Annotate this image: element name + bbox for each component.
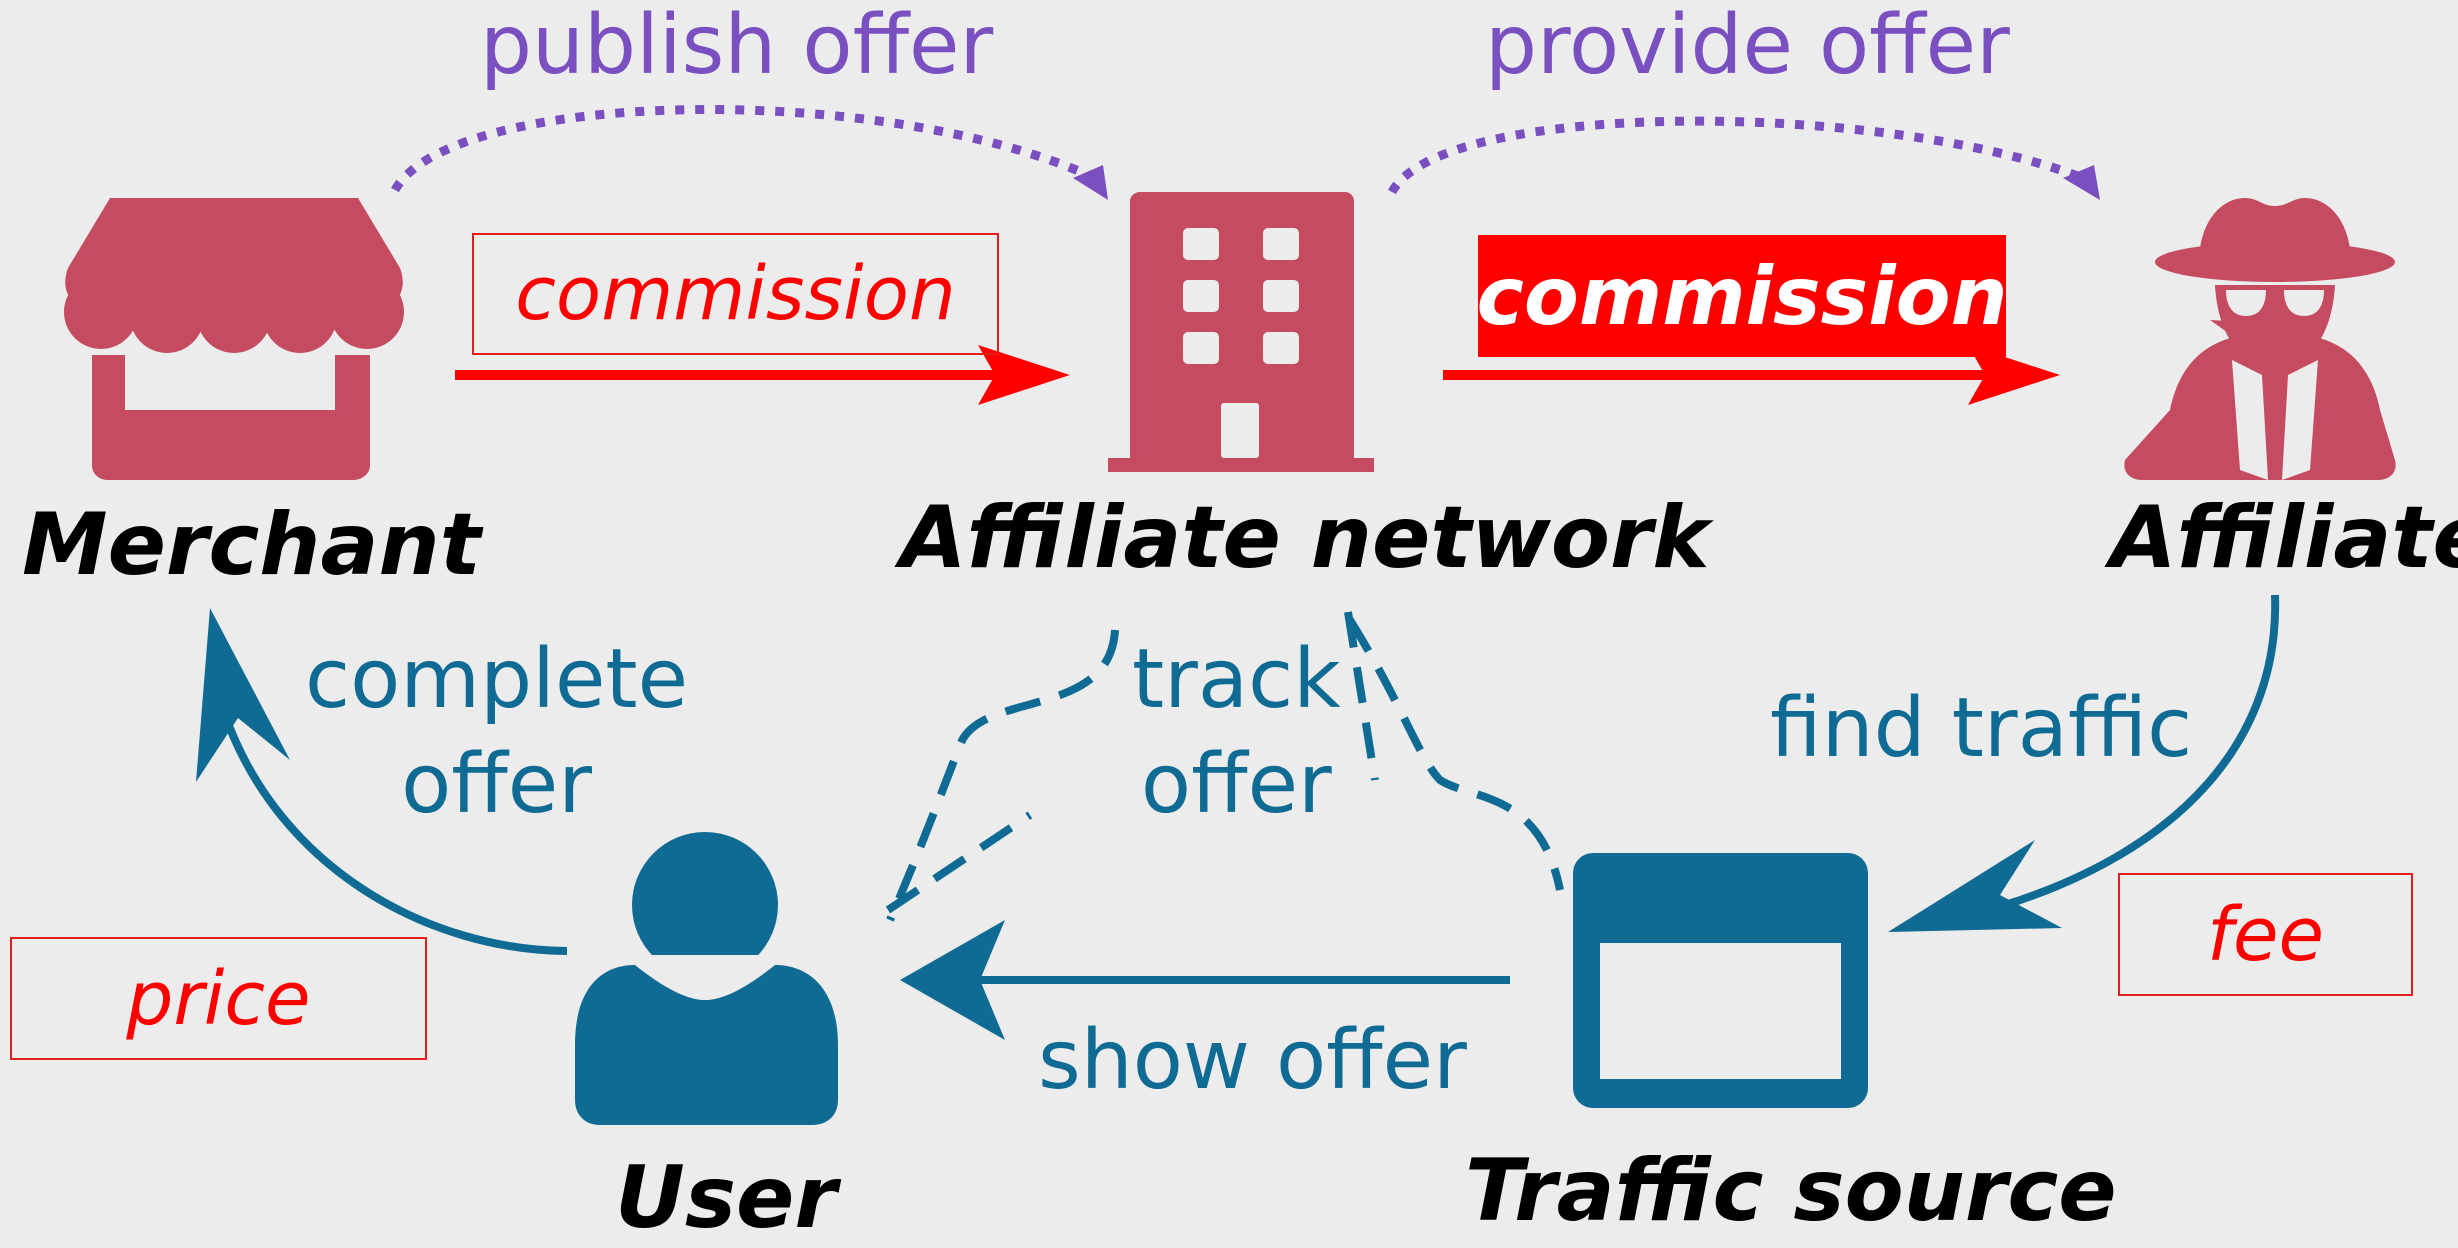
complete-offer-label: complete offer xyxy=(305,628,688,838)
fee-label: fee xyxy=(2206,891,2325,978)
spy-icon xyxy=(2124,198,2396,480)
track-offer-arrow-right xyxy=(1344,611,1379,781)
track-offer-line-1: track xyxy=(1132,632,1341,727)
publish-offer-arrowhead xyxy=(1073,165,1108,200)
track-offer-arrow-left-b xyxy=(885,811,1033,914)
commission-arrowhead-1 xyxy=(978,345,1070,405)
provide-offer-arrow xyxy=(1388,116,2085,195)
find-traffic-label: find traffic xyxy=(1770,681,2193,776)
provide-offer-label: provide offer xyxy=(1485,0,2010,93)
find-traffic-arrowhead xyxy=(1888,840,2062,932)
track-offer-line-2: offer xyxy=(1140,736,1332,832)
fee-box: fee xyxy=(2118,873,2413,996)
publish-offer-label: publish offer xyxy=(480,0,994,93)
track-offer-arrow-right-b xyxy=(1346,617,1564,891)
office-building-icon xyxy=(1108,192,1374,472)
affiliate-label: Affiliate xyxy=(2110,488,2458,588)
store-icon xyxy=(64,198,404,480)
user-icon xyxy=(575,832,838,1125)
commission-to-network-label: commission xyxy=(515,251,956,337)
commission-to-affiliate-label: commission xyxy=(1476,249,2008,343)
provide-offer-arrowhead xyxy=(2063,165,2100,200)
user-label: User xyxy=(615,1148,837,1248)
find-traffic-arrow xyxy=(2003,594,2280,909)
complete-offer-line-2: offer xyxy=(401,736,592,832)
affiliate-network-label: Affiliate network xyxy=(900,488,1710,588)
show-offer-label: show offer xyxy=(1038,1013,1467,1108)
complete-offer-arrow xyxy=(221,713,568,955)
publish-offer-arrow xyxy=(391,105,1097,193)
merchant-label: Merchant xyxy=(22,495,481,595)
traffic-source-label: Traffic source xyxy=(1465,1141,2117,1241)
commission-to-network-box: commission xyxy=(472,233,999,355)
track-offer-arrow-left xyxy=(886,629,1119,922)
commission-arrowhead-2 xyxy=(1968,345,2060,405)
commission-to-affiliate-box: commission xyxy=(1476,235,2008,357)
price-label: price xyxy=(126,955,311,1042)
complete-offer-line-1: complete xyxy=(305,632,689,727)
browser-window-icon xyxy=(1573,853,1868,1108)
price-box: price xyxy=(10,937,427,1060)
show-offer-arrowhead xyxy=(900,920,1005,1040)
complete-offer-arrowhead xyxy=(196,608,290,782)
track-offer-label: track offer xyxy=(1132,628,1341,838)
